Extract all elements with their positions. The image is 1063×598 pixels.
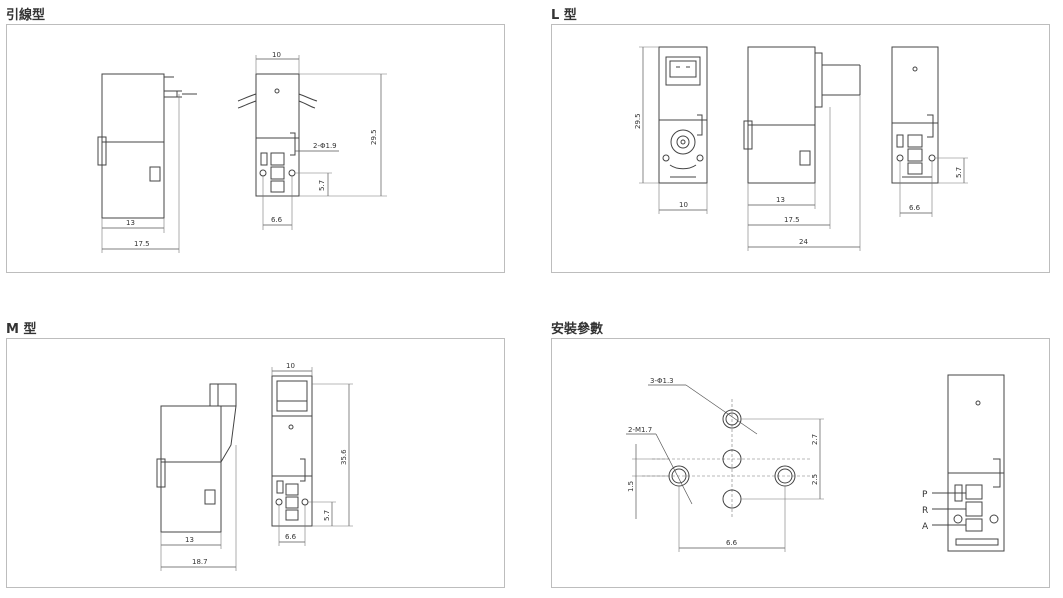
- dim-17-5: 17.5: [134, 240, 150, 248]
- dim-2-7: 2.7: [811, 434, 819, 445]
- m-type-dimensions: 10 35.6 5.7 6.6 13 18.7: [160, 362, 353, 571]
- l-dim-17-5: 17.5: [784, 216, 800, 224]
- title-install: 安裝參數: [551, 322, 604, 337]
- l-dim-5-7: 5.7: [955, 167, 963, 178]
- l-type-side-view: [743, 46, 861, 184]
- drawing-install: 3-Φ1.3 2-M1.7 2.7 2.5 1.5 6.6: [626, 374, 1005, 552]
- install-dimensions: 3-Φ1.3 2-M1.7 2.7 2.5 1.5 6.6: [626, 377, 824, 552]
- title-l-type: L 型: [551, 8, 577, 23]
- l-dim-24: 24: [799, 238, 808, 246]
- panel-install: 3-Φ1.3 2-M1.7 2.7 2.5 1.5 6.6: [551, 338, 1050, 588]
- title-lead-wire: 引線型: [6, 8, 46, 23]
- drawing-lead-wire: 10 29.5 2-Φ1.9 5.7 6.6 13 17.5: [97, 51, 387, 253]
- lead-wire-side-view: [97, 73, 197, 219]
- m-dim-6-6: 6.6: [285, 533, 297, 541]
- m-dim-13: 13: [185, 536, 194, 544]
- dim-hole: 2-Φ1.9: [313, 142, 337, 150]
- m-type-front-view: [271, 375, 313, 527]
- port-r-label: R: [922, 506, 928, 516]
- install-valve-view: P R A: [922, 374, 1005, 552]
- panel-lead-wire: 10 29.5 2-Φ1.9 5.7 6.6 13 17.5: [6, 24, 505, 273]
- dim-29-5: 29.5: [370, 129, 378, 145]
- dim-1-5: 1.5: [627, 481, 635, 492]
- l-type-dimensions: 29.5 10 13 17.5 24 5.7 6.6: [634, 46, 968, 251]
- dim-10: 10: [272, 51, 281, 59]
- port-a-label: A: [922, 522, 929, 532]
- dim-6-6: 6.6: [271, 216, 283, 224]
- panel-l-type: 29.5 10 13 17.5 24 5.7 6.6: [551, 24, 1050, 273]
- l-dim-10: 10: [679, 201, 688, 209]
- l-type-front-view: [658, 46, 708, 184]
- dim-2-m: 2-M1.7: [628, 426, 652, 434]
- l-dim-6-6: 6.6: [909, 204, 921, 212]
- drawing-l-type: 29.5 10 13 17.5 24 5.7 6.6: [634, 46, 968, 251]
- m-type-side-view: [156, 383, 237, 533]
- port-p-label: P: [922, 490, 928, 500]
- m-dim-5-7: 5.7: [323, 510, 331, 521]
- title-m-type: M 型: [6, 322, 37, 337]
- l-dim-13: 13: [776, 196, 785, 204]
- panel-m-type: 10 35.6 5.7 6.6 13 18.7: [6, 338, 505, 588]
- m-dim-18-7: 18.7: [192, 558, 208, 566]
- drawing-m-type: 10 35.6 5.7 6.6 13 18.7: [156, 362, 353, 571]
- l-dim-29-5: 29.5: [634, 113, 642, 129]
- dim-2-5: 2.5: [811, 474, 819, 485]
- dim-3-hole: 3-Φ1.3: [650, 377, 674, 385]
- m-dim-35-6: 35.6: [340, 449, 348, 465]
- lead-wire-front-view: [237, 73, 318, 197]
- dim-5-7: 5.7: [318, 180, 326, 191]
- dim-6-6-install: 6.6: [726, 539, 738, 547]
- m-dim-10: 10: [286, 362, 295, 370]
- dim-13: 13: [126, 219, 135, 227]
- l-type-end-view: [891, 46, 939, 184]
- lead-wire-dimensions: 10 29.5 2-Φ1.9 5.7 6.6 13 17.5: [101, 51, 387, 253]
